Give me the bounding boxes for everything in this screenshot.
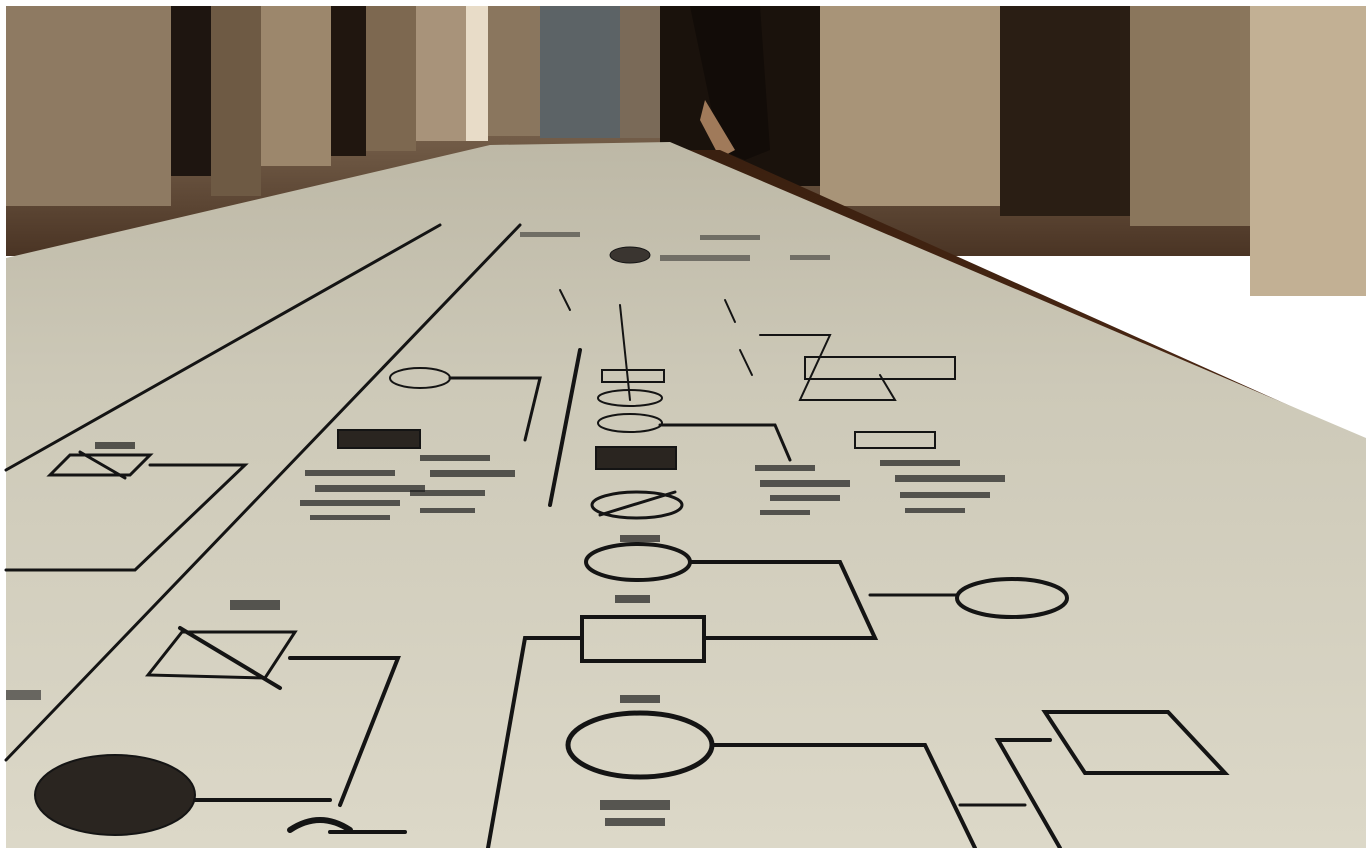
far-wall (620, 6, 660, 138)
far-door (540, 6, 620, 138)
